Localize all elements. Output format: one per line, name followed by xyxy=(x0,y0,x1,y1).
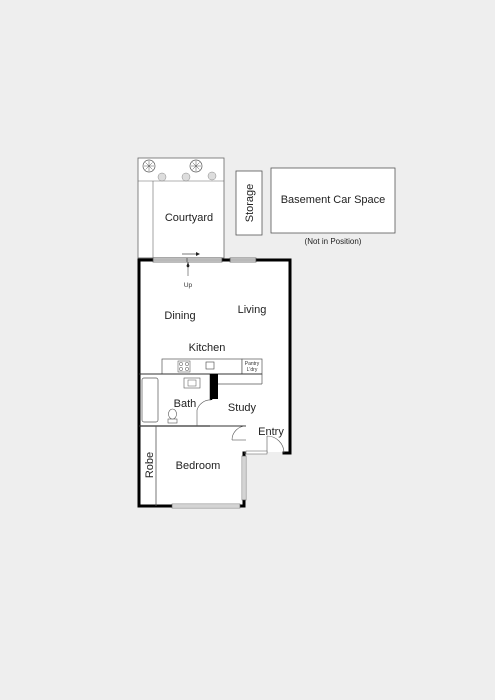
living-label: Living xyxy=(238,304,267,316)
pot-plant-icon xyxy=(157,171,217,182)
not-in-position-note: (Not in Position) xyxy=(305,237,362,246)
bath-label: Bath xyxy=(174,398,197,410)
pantry-label: Pantry xyxy=(245,361,260,367)
study: Study xyxy=(218,374,263,414)
car-space-label: Basement Car Space xyxy=(281,194,386,206)
plant-icon xyxy=(189,159,203,173)
kitchen-label: Kitchen xyxy=(189,342,226,354)
entry: Entry xyxy=(231,425,285,455)
entry-label: Entry xyxy=(258,426,284,438)
courtyard-area: Courtyard xyxy=(137,157,225,259)
toilet-icon xyxy=(167,408,178,424)
robe-label: Robe xyxy=(144,452,156,478)
courtyard-label: Courtyard xyxy=(165,212,213,224)
study-label: Study xyxy=(228,402,257,414)
courtyard-sliding-door xyxy=(152,257,257,263)
vanity-icon xyxy=(183,377,201,389)
car-space-area: Basement Car Space (Not in Position) xyxy=(270,167,396,246)
storage-area: Storage xyxy=(235,170,263,236)
bedroom: Robe Bedroom xyxy=(144,426,247,509)
exterior-walls xyxy=(137,258,292,508)
bedroom-label: Bedroom xyxy=(176,460,221,472)
up-arrow-icon xyxy=(182,252,200,276)
bathtub-icon xyxy=(141,377,159,423)
plant-icon xyxy=(142,159,156,173)
sink-icon xyxy=(205,361,215,370)
up-label: Up xyxy=(184,282,193,289)
cooktop-icon xyxy=(177,360,191,373)
kitchen-bench: Pantry L'dry xyxy=(161,358,263,375)
laundry-label: L'dry xyxy=(247,367,258,373)
door-swing xyxy=(231,425,247,441)
wall-block xyxy=(211,374,218,399)
entry-door-swing xyxy=(266,435,285,454)
bathroom: Bath xyxy=(139,373,262,427)
storage-label: Storage xyxy=(244,184,256,223)
dining-label: Dining xyxy=(164,310,195,322)
